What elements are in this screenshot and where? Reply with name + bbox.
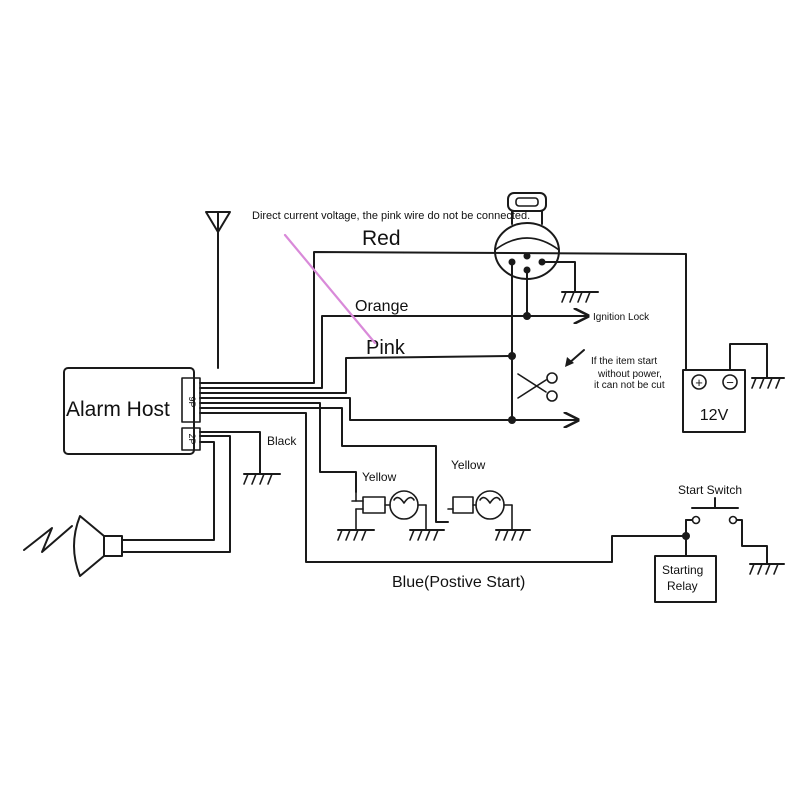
bulb-left-icon	[351, 490, 427, 531]
battery-voltage-label: 12V	[700, 407, 729, 424]
junction-orange	[523, 312, 531, 320]
wire-yellow-right-label: Yellow	[451, 458, 486, 472]
ground-start-icon	[749, 563, 785, 575]
bulb-right-icon	[447, 490, 513, 531]
wire-red	[199, 251, 687, 384]
junction-cut	[508, 416, 516, 424]
ground-ignition-icon	[561, 291, 599, 303]
ground-bulb-left-icon	[337, 529, 375, 541]
wire-orange	[199, 316, 588, 389]
battery: + − 12V	[682, 369, 746, 433]
cut-note-line-2: without power,	[597, 369, 662, 380]
wire-cut-output	[199, 397, 578, 420]
wire-yellow-left	[199, 402, 357, 493]
connector-9p-label: 9P	[187, 396, 197, 407]
scissors-icon	[517, 372, 558, 402]
alarm-host: Alarm Host 9P 2P	[63, 367, 201, 455]
ignition-lock-icon	[494, 192, 560, 280]
battery-minus-label: −	[726, 375, 734, 390]
relay-label-line-1: Starting	[662, 563, 703, 577]
junction-pink	[508, 352, 516, 360]
note-text: Direct current voltage, the pink wire do…	[252, 210, 530, 222]
wire-black	[199, 431, 261, 475]
wire-black-label: Black	[267, 434, 297, 448]
wire-yellow-left-label: Yellow	[362, 470, 397, 484]
wire-yellow-right	[199, 407, 449, 523]
wire-red-label: Red	[362, 227, 401, 250]
wire-pink	[199, 355, 513, 394]
start-switch-label: Start Switch	[678, 483, 742, 497]
cut-note-line-1: If the item start	[591, 356, 657, 367]
siren-icon	[23, 515, 123, 577]
ground-bulb-left-2-icon	[409, 529, 445, 541]
cut-note-line-3: it can not be cut	[594, 380, 665, 391]
ignition-lock-label: Ignition Lock	[593, 312, 650, 323]
wire-orange-label: Orange	[355, 298, 408, 315]
ground-battery-icon	[751, 377, 785, 389]
wire-siren-2	[121, 441, 215, 541]
antenna-icon	[205, 211, 231, 369]
ground-black-icon	[243, 473, 281, 485]
starting-relay	[654, 555, 717, 603]
wire-siren-1	[121, 435, 231, 553]
pointer-arrow-icon	[565, 349, 585, 367]
junction-start	[682, 532, 690, 540]
alarm-host-label: Alarm Host	[66, 398, 170, 421]
relay-label-line-2: Relay	[667, 579, 698, 593]
start-switch-icon	[685, 497, 768, 565]
wire-blue-label: Blue(Postive Start)	[392, 574, 525, 591]
battery-plus-label: +	[695, 375, 703, 390]
battery-ground-wire	[729, 343, 768, 379]
connector-2p-label: 2P	[187, 433, 197, 444]
pink-note-line	[283, 233, 377, 345]
ground-bulb-right-icon	[495, 529, 531, 541]
ignition-to-ground	[541, 261, 576, 293]
